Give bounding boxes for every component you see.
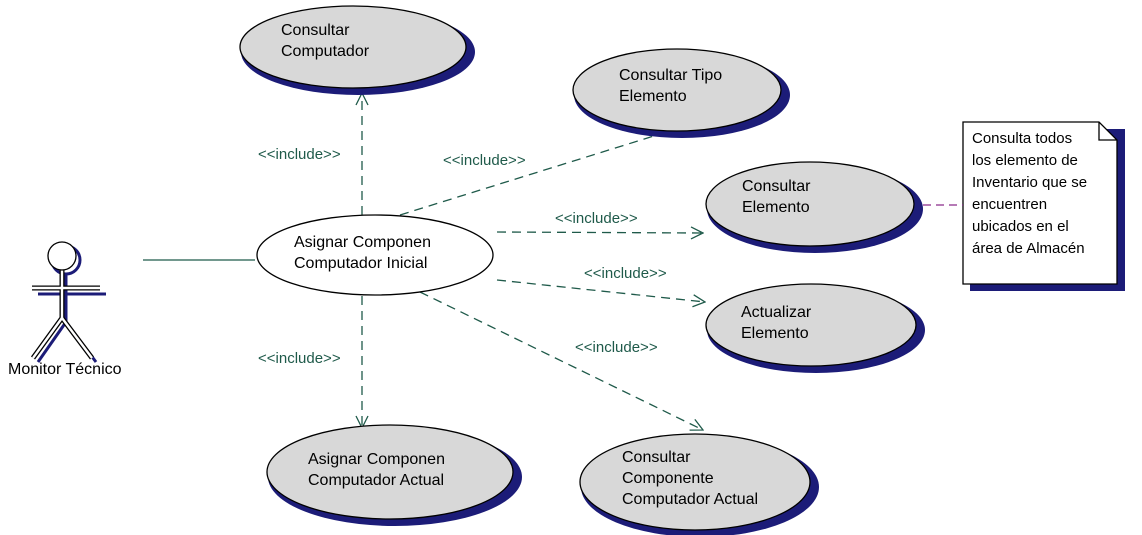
- use-case-consultar-componente[interactable]: Consultar Componente Computador Actual: [579, 433, 819, 535]
- use-case-label: Consultar Tipo Elemento: [619, 67, 727, 105]
- include-arrow-consultar-componente: [419, 291, 703, 430]
- include-label-consultar-computador: <<include>>: [258, 146, 341, 163]
- use-case-asignar-computador-actual[interactable]: Asignar Componen Computador Actual: [266, 424, 522, 526]
- use-case-label: Consultar Componente Computador Actual: [622, 449, 758, 508]
- include-arrow-consultar-elemento: [496, 232, 703, 233]
- include-relations: [362, 93, 705, 430]
- include-label-actualizar-elemento: <<include>>: [584, 265, 667, 282]
- use-case-label: Asignar Componen Computador Actual: [308, 451, 449, 489]
- include-label-consultar-componente: <<include>>: [575, 339, 658, 356]
- use-case-consultar-elemento[interactable]: Consultar Elemento: [705, 161, 923, 253]
- use-case-asignar-computador-inicial[interactable]: Asignar Componen Computador Inicial: [256, 214, 494, 296]
- note-text: Consulta todos los elemento de Inventari…: [972, 130, 1091, 257]
- note[interactable]: Consulta todos los elemento de Inventari…: [962, 121, 1125, 291]
- actor-label-clip: Monitor Técnico: [8, 361, 122, 378]
- use-case-consultar-computador[interactable]: Consultar Computador: [239, 5, 475, 95]
- include-arrow-actualizar-elemento: [496, 279, 705, 302]
- include-label-consultar-elemento: <<include>>: [555, 210, 638, 227]
- actor-figure[interactable]: [30, 241, 106, 363]
- include-label-asignar-actual: <<include>>: [258, 350, 341, 367]
- include-label-consultar-tipo: <<include>>: [443, 152, 526, 169]
- use-case-actualizar-elemento[interactable]: Actualizar Elemento: [705, 283, 925, 373]
- include-arrow-consultar-tipo: [399, 126, 686, 216]
- use-case-label: Consultar Computador: [281, 22, 370, 60]
- use-case-consultar-tipo-elemento[interactable]: Consultar Tipo Elemento: [572, 48, 790, 138]
- use-case-label: Asignar Componen Computador Inicial: [294, 234, 435, 272]
- use-case-label: Actualizar Elemento: [741, 304, 816, 342]
- use-case-label: Consultar Elemento: [742, 178, 815, 216]
- actor-label: Monitor Técnico: [8, 361, 122, 378]
